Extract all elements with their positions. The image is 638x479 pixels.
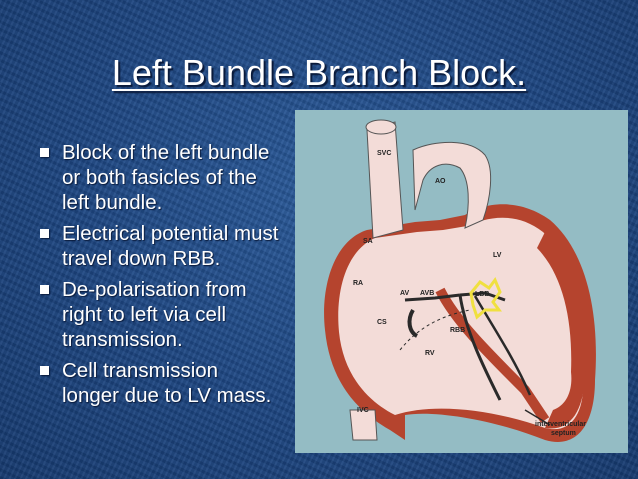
lv-wall <box>537 232 586 429</box>
bullet-line: Cell transmission <box>62 359 219 382</box>
aorta-vessel <box>412 141 492 229</box>
bullet-line: Block of the left bundle <box>62 141 270 164</box>
lbb-conduction <box>459 291 506 302</box>
label-ra: RA <box>353 280 363 287</box>
svc-opening <box>365 119 397 135</box>
label-ivc: IVC <box>357 407 369 414</box>
bullet-line: De-polarisation from <box>62 278 247 301</box>
label-ao: AO <box>435 178 446 185</box>
dashed-path <box>399 309 471 351</box>
heart-diagram: SVC AO SA RA LV AV AVB LBB CS RBB RV IVC… <box>295 110 628 453</box>
avb-conduction <box>404 293 461 302</box>
bullet-item: De-polarisation from right to left via c… <box>40 277 300 352</box>
bullet-line: longer due to LV mass. <box>62 384 272 407</box>
label-av: AV <box>400 290 410 297</box>
label-lv: LV <box>493 252 502 259</box>
svc-vessel <box>366 121 404 239</box>
label-septum-1: interventricular <box>535 421 586 428</box>
cs-marker <box>407 308 419 338</box>
bullet-item: Cell transmission longer due to LV mass. <box>40 358 300 408</box>
bullet-line: or both fasicles of the <box>62 166 257 189</box>
bullet-line: travel down RBB. <box>62 247 221 270</box>
ivc-vessel <box>349 409 378 441</box>
lbb-fascicle <box>473 295 532 396</box>
block-marker-icon <box>469 277 502 320</box>
bullet-line: Electrical potential must <box>62 222 279 245</box>
bullet-list: Block of the left bundle or both fasicle… <box>40 140 300 414</box>
bullet-line: left bundle. <box>62 191 163 214</box>
label-rv: RV <box>425 350 435 357</box>
label-rbb: RBB <box>450 327 465 334</box>
label-sa: SA <box>363 238 373 245</box>
label-lbb: LBB <box>475 291 489 298</box>
label-septum-2: septum <box>551 430 576 437</box>
rbb-conduction <box>458 294 502 401</box>
bullet-item: Electrical potential must travel down RB… <box>40 221 300 271</box>
bullet-line: transmission. <box>62 328 183 351</box>
septum-pointer <box>524 409 551 426</box>
heart-diagram-svg: SVC AO SA RA LV AV AVB LBB CS RBB RV IVC… <box>324 119 596 442</box>
label-svc: SVC <box>377 150 391 157</box>
slide-title: Left Bundle Branch Block. <box>111 52 527 93</box>
label-avb: AVB <box>420 290 434 297</box>
bullet-item: Block of the left bundle or both fasicle… <box>40 140 300 215</box>
septum <box>435 287 550 423</box>
bullet-line: right to left via cell <box>62 303 227 326</box>
label-cs: CS <box>377 319 387 326</box>
